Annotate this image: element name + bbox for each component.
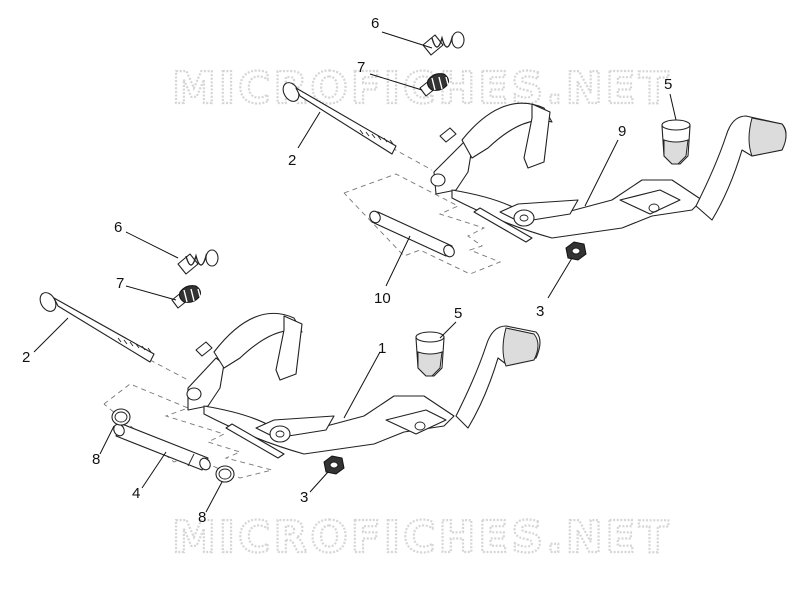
upper-assembly [282,31,787,275]
ring-right [215,465,235,483]
spring-small-lower [171,285,202,309]
callout-9: 9 [618,123,626,140]
callout-6-lower: 6 [114,219,122,236]
callout-10: 10 [374,290,391,307]
callouts: 6 7 5 9 2 10 3 6 7 5 1 2 8 4 8 3 [22,15,672,526]
stand-frame-lower [186,312,541,459]
callout-8-left: 8 [92,451,100,468]
bolt-upper [282,82,397,155]
nut-lower [323,455,345,475]
lower-assembly [39,249,541,483]
bumper-lower [415,331,445,377]
nut-upper [565,241,587,261]
spring-large-upper [422,31,465,56]
callout-8-right: 8 [198,509,206,526]
bumper-upper [661,119,691,165]
callout-5-upper: 5 [664,76,672,93]
callout-5-lower: 5 [454,305,462,322]
leader-lines [33,31,677,513]
callout-2-lower: 2 [22,349,30,366]
callout-6-upper: 6 [371,15,379,32]
callout-3-lower: 3 [300,489,308,506]
ring-left [111,408,131,426]
callout-1: 1 [378,340,386,357]
watermark-bottom: MICROFICHES.NET [172,512,672,563]
callout-7-upper: 7 [357,59,365,76]
pin-lower [113,423,211,471]
callout-3-upper: 3 [536,303,544,320]
callout-2-upper: 2 [288,152,296,169]
pin-middle [369,210,455,258]
callout-4: 4 [132,485,140,502]
stand-frame-upper [430,102,787,243]
spring-large-lower [177,249,219,275]
callout-7-lower: 7 [116,275,124,292]
bolt-lower [39,292,155,363]
spring-small-upper [419,73,450,97]
